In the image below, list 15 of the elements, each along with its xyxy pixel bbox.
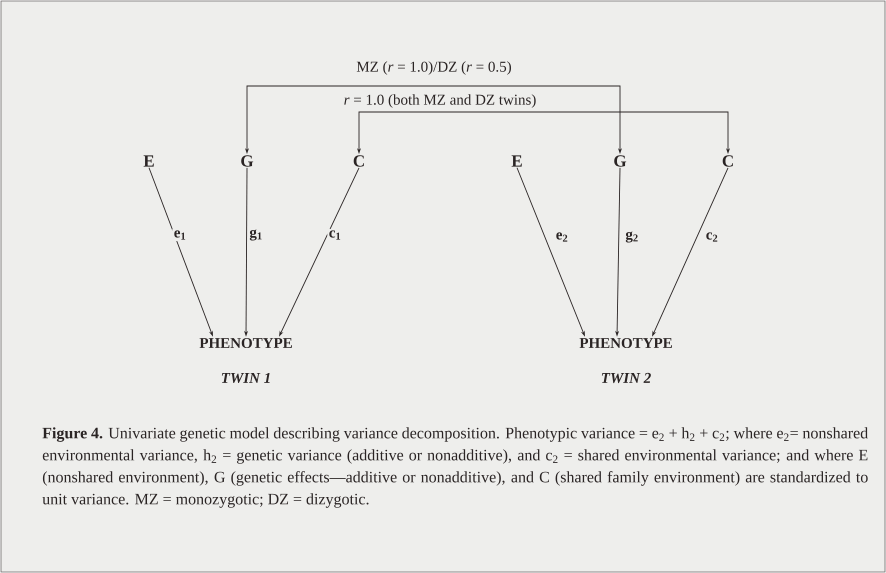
twin-label: TWIN 2 xyxy=(602,372,651,384)
edge-label: g$_{1}$ xyxy=(248,228,264,242)
edge-label: r = 1.0 (both MZ and DZ twins) xyxy=(342,92,538,110)
edge-label: MZ (r = 1.0)/DZ (r = 0.5) xyxy=(354,60,514,76)
variable-label: C xyxy=(354,155,364,167)
variable-label: E xyxy=(144,155,154,167)
figure-caption: Figure 4. Univariate genetic model describing variance decomposition. Phenotypic variance = e$_{2}$ + h$_{2}$ + c$_{2}$; where e$_{2}$= nonshared environmental variance, h$_{2}$ = genetic variance (additive or nonadditive), and c$_{2}$ = shared environmental variance; and where E (nonshared environment), G (genetic effects—additive or nonadditive), and C (shared family environment) are standardized to unit variance. MZ = monozygotic; DZ = dizygotic. xyxy=(42,427,868,508)
phenotype-label: PHENOTYPE xyxy=(200,338,292,348)
variable-label: G xyxy=(241,155,254,167)
variable-label: C xyxy=(722,155,733,167)
edge-label: g$_{2}$ xyxy=(624,230,640,244)
variable-label: E xyxy=(512,155,522,167)
phenotype-label: PHENOTYPE xyxy=(580,338,672,348)
variable-label: G xyxy=(614,155,626,167)
twin-label: TWIN 1 xyxy=(222,372,270,384)
